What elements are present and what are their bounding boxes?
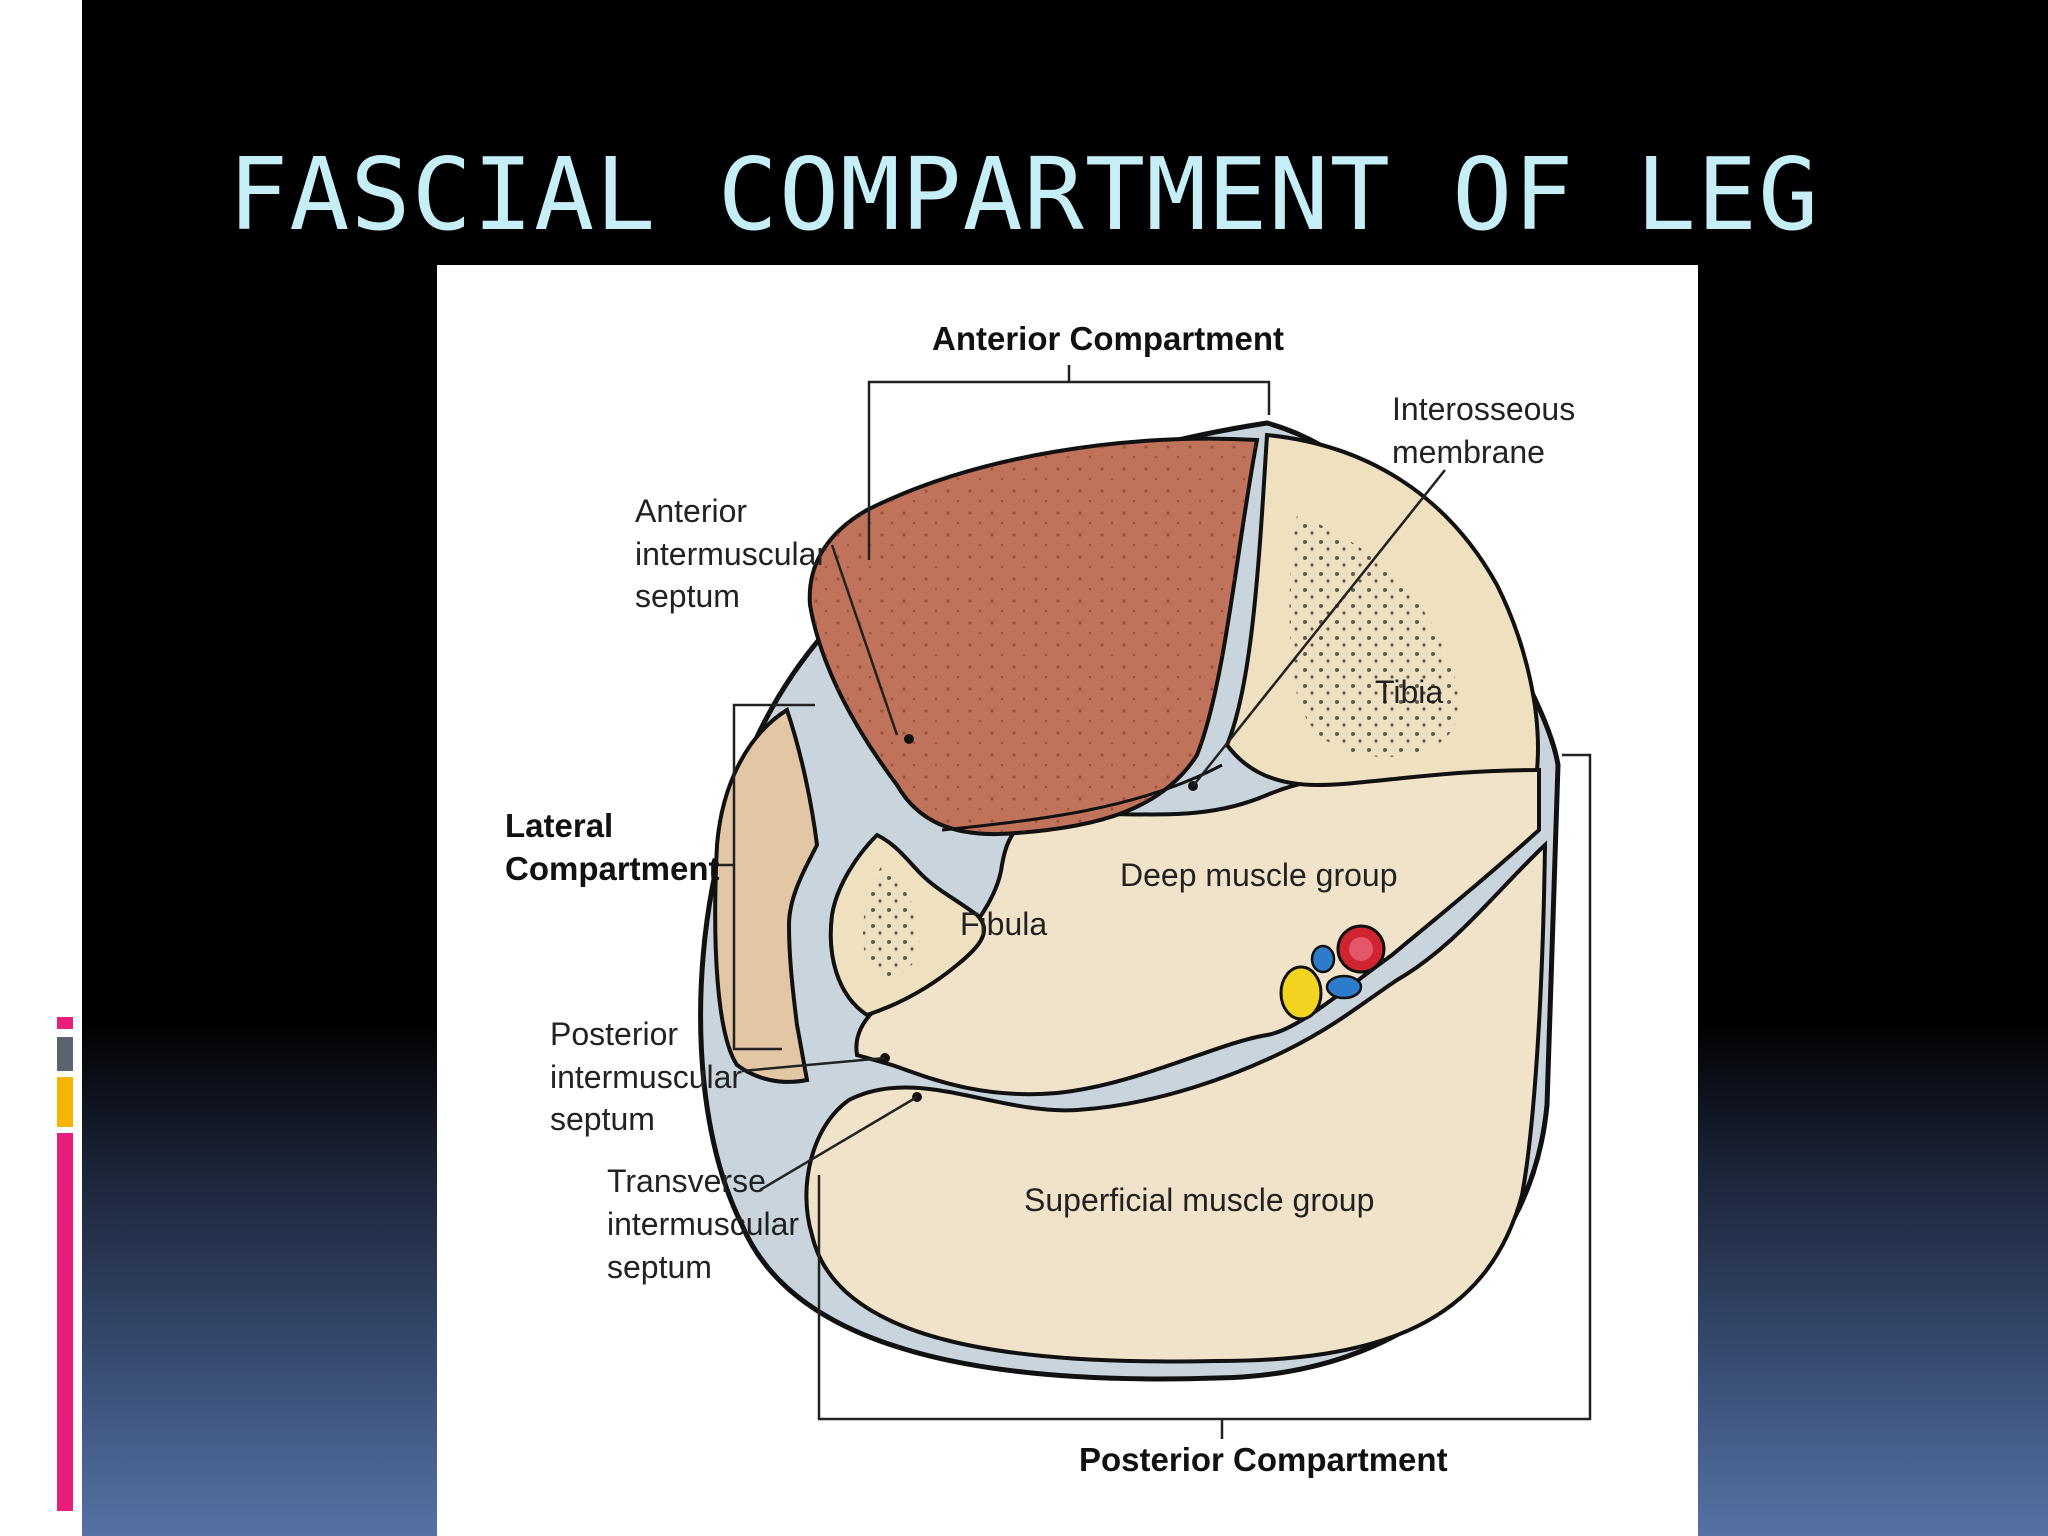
label-transverse-septum-line1: Transverse [607, 1163, 766, 1199]
label-posterior-septum-line2: intermuscular [550, 1059, 742, 1095]
label-superficial-muscle-group: Superficial muscle group [1024, 1182, 1374, 1218]
leg-cross-section-diagram: Anterior Compartment Interosseous membra… [505, 320, 1592, 1478]
label-anterior-compartment: Anterior Compartment [932, 320, 1284, 357]
superficial-muscle-group [804, 840, 1548, 1364]
slide-title: FASCIAL COMPARTMENT OF LEG [228, 136, 1820, 253]
label-transverse-septum-line2: intermuscular [607, 1206, 799, 1242]
lateral-compartment-muscles [713, 706, 820, 1084]
accent-bar-orange [57, 1077, 73, 1127]
label-fibula: Fibula [960, 906, 1047, 942]
label-deep-muscle-group: Deep muscle group [1120, 857, 1397, 893]
label-transverse-septum-line3: septum [607, 1249, 712, 1285]
label-posterior-septum-line1: Posterior [550, 1016, 678, 1052]
tibial-nerve [1279, 965, 1323, 1021]
accent-bar-pink-long [57, 1133, 73, 1511]
accent-bar-gray [57, 1037, 73, 1071]
posterior-tibial-vein [1310, 944, 1336, 974]
label-lateral-compartment-line2: Compartment [505, 850, 720, 887]
label-posterior-compartment: Posterior Compartment [1079, 1441, 1448, 1478]
label-lateral-compartment-line1: Lateral [505, 807, 613, 844]
posterior-tibial-vein-2 [1325, 974, 1363, 1000]
label-anterior-septum-line1: Anterior [635, 493, 747, 529]
left-white-strip [0, 0, 82, 1536]
label-interosseous-membrane-line2: membrane [1392, 434, 1545, 470]
interosseous-membrane [941, 763, 1223, 832]
label-posterior-septum-line3: septum [550, 1101, 655, 1137]
accent-bar-pink-top [57, 1017, 73, 1029]
deep-muscle-group [854, 767, 1541, 1097]
label-tibia: Tibia [1375, 674, 1443, 710]
label-anterior-septum-line3: septum [635, 578, 740, 614]
label-anterior-septum-line2: intermuscular [635, 536, 827, 572]
leg-cross-section-figure: Anterior Compartment Interosseous membra… [437, 265, 1698, 1536]
label-interosseous-membrane-line1: Interosseous [1392, 391, 1575, 427]
